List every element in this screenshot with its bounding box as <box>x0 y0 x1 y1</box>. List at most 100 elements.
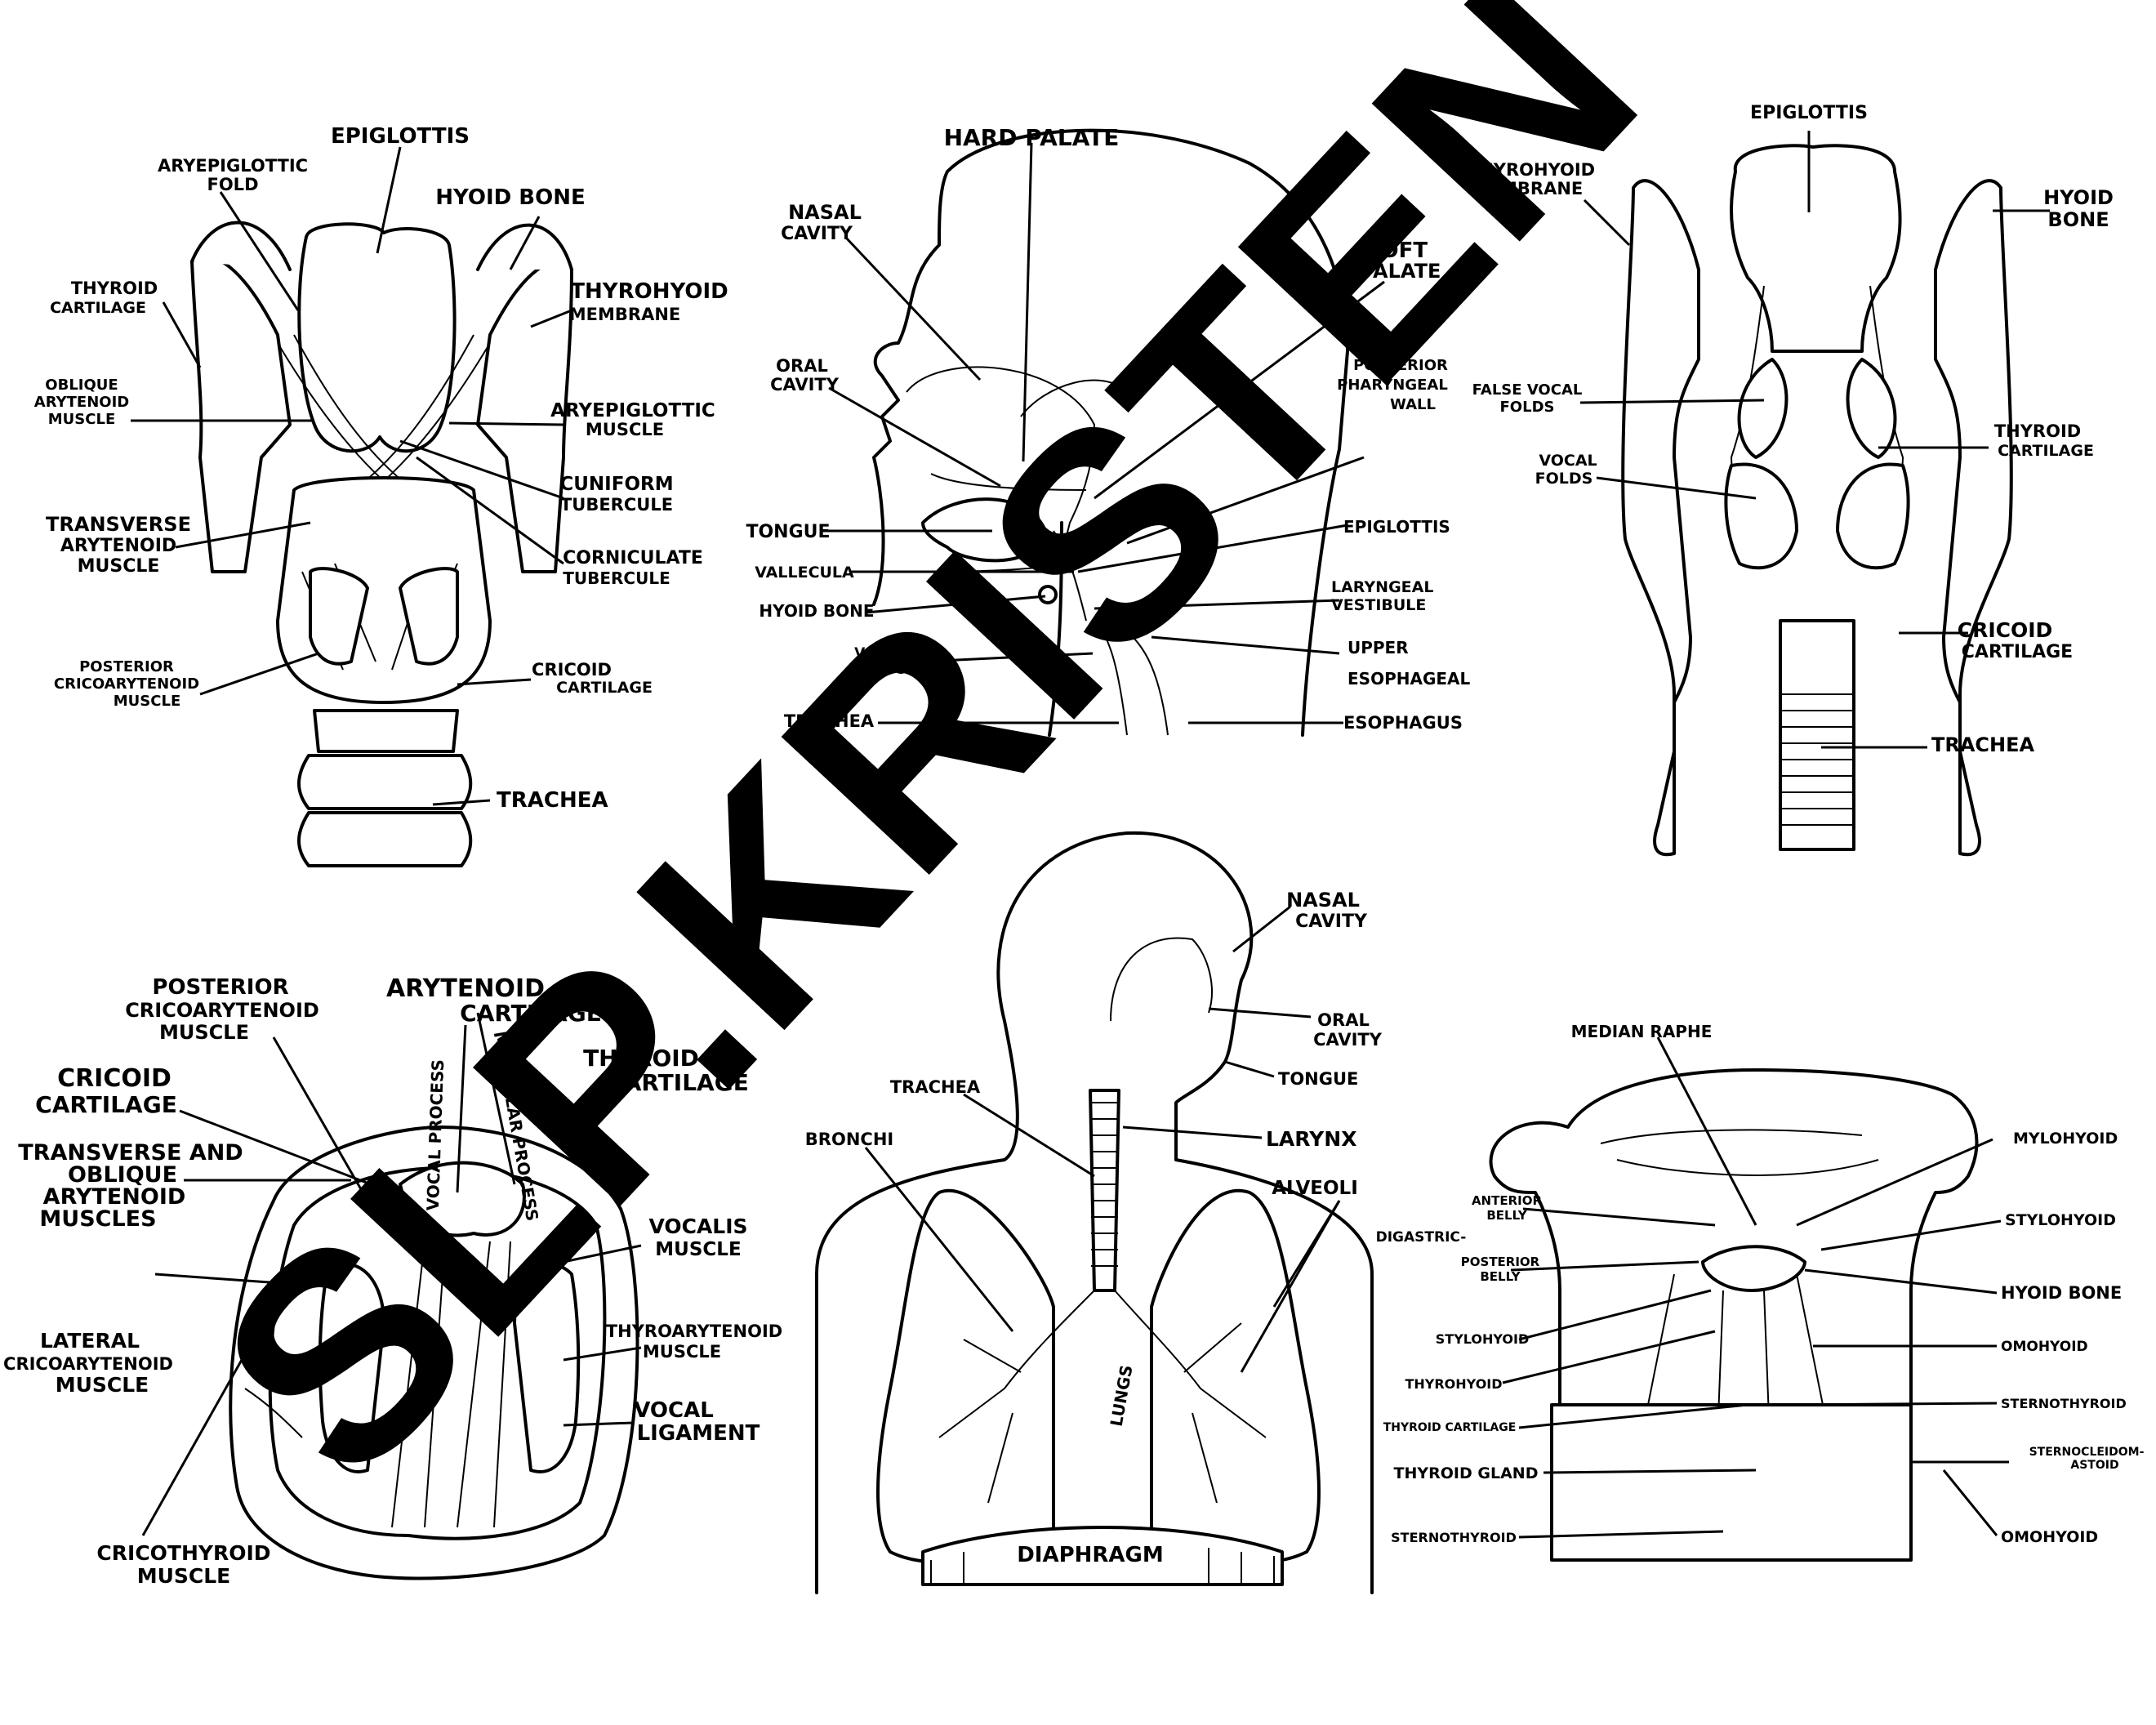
posterior-larynx-leaders <box>131 146 572 806</box>
sagittal-head-panel: HARD PALATE NASAL CAVITY SOFT PALATE ORA… <box>746 124 1471 737</box>
label-anterior-belly-1: ANTERIOR <box>1472 1193 1543 1208</box>
label-trachea: TRACHEA <box>497 788 608 813</box>
label-oral-cavity-1: ORAL <box>776 356 828 376</box>
label-trachea: TRACHEA <box>1931 733 2035 756</box>
label-vocalis-2: MUSCLE <box>655 1239 741 1260</box>
label-vocalis-1: VOCALIS <box>648 1215 747 1238</box>
label-epiglottis: EPIGLOTTIS <box>331 124 470 149</box>
label-oral-1: ORAL <box>1317 1010 1370 1030</box>
posterior-larynx-labels: EPIGLOTTIS ARYEPIGLOTTIC FOLD HYOID BONE… <box>34 124 728 813</box>
label-bronchi: BRONCHI <box>805 1130 893 1149</box>
sagittal-head-drawing <box>872 128 1349 737</box>
label-posterior-belly-2: BELLY <box>1480 1269 1521 1284</box>
label-tongue: TONGUE <box>1278 1069 1358 1089</box>
label-vocal-lig-2: LIGAMENT <box>637 1421 760 1446</box>
label-nasal-cavity-2: CAVITY <box>781 224 853 244</box>
label-tongue: TONGUE <box>746 522 830 542</box>
label-arytenoid-1: ARYTENOID <box>386 974 545 1003</box>
neck-panel: MEDIAN RAPHE MYLOHYOID ANTERIOR BELLY DI… <box>1376 1022 2145 1562</box>
label-digastric: DIGASTRIC- <box>1376 1229 1467 1246</box>
label-hyoid-bone: HYOID BONE <box>759 601 874 621</box>
label-transverse-1: TRANSVERSE AND <box>18 1140 243 1166</box>
label-soft-palate-2: PALATE <box>1361 260 1441 283</box>
label-vocal-folds-1: VOCAL <box>1539 452 1597 470</box>
label-stylohyoid-r: STYLOHYOID <box>2005 1211 2116 1229</box>
label-lateral-1: LATERAL <box>40 1329 140 1353</box>
label-nasal-1: NASAL <box>1286 889 1360 912</box>
label-false-vf-2: FOLDS <box>1500 399 1555 416</box>
label-thyroarytenoid-1: THYROARYTENOID <box>606 1322 782 1341</box>
label-epiglottis: EPIGLOTTIS <box>1750 103 1868 123</box>
label-soft-palate-1: SOFT <box>1365 238 1428 263</box>
label-esophagus: ESOPHAGUS <box>1343 713 1463 733</box>
label-transverse-1: TRANSVERSE <box>46 513 191 536</box>
label-cricothyroid-1: CRICOTHYROID <box>96 1541 270 1565</box>
label-diaphragm: DIAPHRAGM <box>1017 1543 1164 1567</box>
label-oblique-arytenoid-2: ARYTENOID <box>34 394 129 411</box>
label-posterior-belly-1: POSTERIOR <box>1461 1255 1540 1269</box>
label-stylohyoid-l: STYLOHYOID <box>1436 1331 1530 1347</box>
label-cricoid-1: CRICOID <box>1958 618 2053 642</box>
label-omohyoid-1: OMOHYOID <box>2001 1339 2088 1355</box>
label-hyoid-1: HYOID <box>2043 186 2114 209</box>
label-hyoid-bone: HYOID BONE <box>2001 1283 2122 1303</box>
label-trachea: TRACHEA <box>784 711 875 731</box>
label-thyroid-2: CARTILAGE <box>607 1069 749 1096</box>
label-aryepiglottic-muscle-1: ARYEPIGLOTTIC <box>550 400 715 421</box>
superior-larynx-leaders <box>141 1012 642 1536</box>
label-hyoid-2: BONE <box>2047 208 2109 231</box>
label-larynx: LARYNX <box>1266 1127 1356 1151</box>
label-nasal-cavity-1: NASAL <box>788 201 862 224</box>
label-thyroid-cartilage-1: THYROID <box>71 279 158 298</box>
neck-labels: MEDIAN RAPHE MYLOHYOID ANTERIOR BELLY DI… <box>1376 1022 2145 1546</box>
label-cuniform-2: TUBERCULE <box>560 495 673 515</box>
neck-leaders <box>1502 1036 2009 1539</box>
coronal-larynx-drawing <box>1621 144 2013 857</box>
label-hyoid-bone: HYOID BONE <box>435 185 586 210</box>
label-thyrohyoid: THYROHYOID <box>1405 1376 1502 1392</box>
label-aryepiglottic-fold-2: FOLD <box>207 175 258 194</box>
label-upper-es-1: UPPER <box>1348 638 1409 657</box>
label-sternothyroid-l: STERNOTHYROID <box>1391 1530 1517 1545</box>
respiratory-drawing <box>815 831 1374 1594</box>
label-thyrohyoid-2: MEMBRANE <box>1472 179 1584 198</box>
label-transverse-3: MUSCLE <box>78 556 160 577</box>
label-scm-2: ASTOID <box>2070 1459 2118 1472</box>
label-oblique-arytenoid-1: OBLIQUE <box>45 377 118 394</box>
label-posterior-crico-1: POSTERIOR <box>79 658 174 675</box>
label-epiglottis: EPIGLOTTIS <box>1343 517 1450 537</box>
label-posterior-ca-3: MUSCLE <box>159 1021 249 1044</box>
superior-larynx-drawing <box>229 1125 639 1580</box>
label-posterior-ca-1: POSTERIOR <box>152 975 288 1000</box>
label-transverse-3: ARYTENOID <box>43 1184 186 1210</box>
label-thyroid-1: THYROID <box>1994 421 2081 441</box>
label-sternothyroid-r: STERNOTHYROID <box>2001 1396 2127 1411</box>
label-posterior-wall-2: PHARYNGEAL <box>1337 377 1448 394</box>
label-thyroarytenoid-2: MUSCLE <box>643 1342 721 1362</box>
label-median-raphe: MEDIAN RAPHE <box>1571 1022 1713 1041</box>
label-mylohyoid: MYLOHYOID <box>2013 1130 2118 1148</box>
label-cricothyroid-2: MUSCLE <box>137 1564 231 1588</box>
label-cricoid-2: CARTILAGE <box>1962 642 2073 662</box>
label-oral-2: CAVITY <box>1313 1030 1383 1050</box>
label-thyrohyoid-membrane-1: THYROHYOID <box>570 279 728 304</box>
label-trachea: TRACHEA <box>890 1077 981 1097</box>
label-posterior-ca-2: CRICOARYTENOID <box>125 999 319 1022</box>
label-transverse-2: OBLIQUE <box>68 1162 177 1188</box>
posterior-larynx-drawing <box>190 221 573 867</box>
label-corniculate-1: CORNICULATE <box>563 548 703 568</box>
coronal-larynx-labels: EPIGLOTTIS THYROHYOID MEMBRANE HYOID BON… <box>1468 103 2114 756</box>
superior-larynx-labels: POSTERIOR CRICOARYTENOID MUSCLE ARYTENOI… <box>3 974 782 1588</box>
label-thyroid-cartilage: THYROID CARTILAGE <box>1383 1421 1517 1434</box>
label-anterior-belly-2: BELLY <box>1486 1208 1527 1223</box>
label-laryngeal-1: LARYNGEAL <box>1331 578 1433 596</box>
label-vocal-folds-2: FOLDS <box>854 662 906 678</box>
label-transverse-4: MUSCLES <box>39 1206 156 1232</box>
label-cricoid-1: CRICOID <box>57 1064 172 1093</box>
label-scm-1: STERNOCLEIDOM- <box>2029 1446 2145 1459</box>
label-thyrohyoid-1: THYROHYOID <box>1468 160 1595 180</box>
label-cricoid-1: CRICOID <box>532 660 612 680</box>
coronal-larynx-panel: EPIGLOTTIS THYROHYOID MEMBRANE HYOID BON… <box>1468 103 2114 857</box>
label-posterior-crico-2: CRICOARYTENOID <box>54 675 199 693</box>
